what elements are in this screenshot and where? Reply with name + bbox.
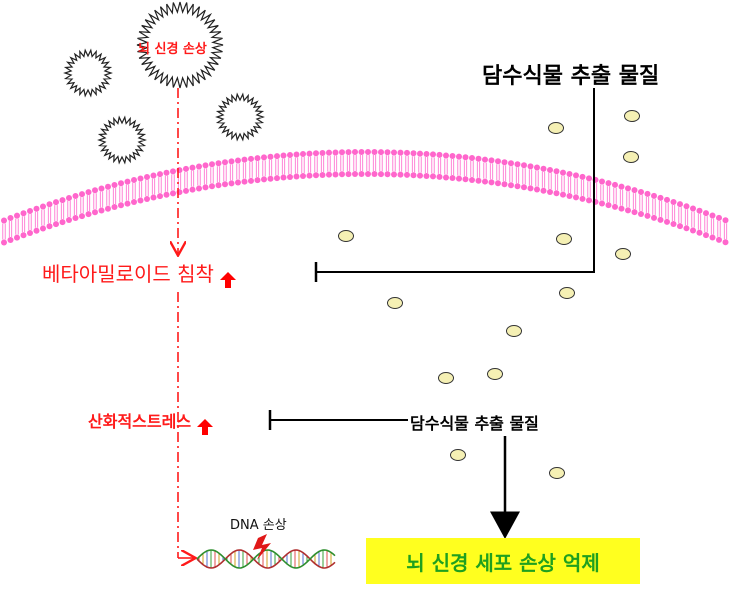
extract-label-mid: 담수식물 추출 물질 (410, 414, 539, 433)
oxidative-stress-label: 산화적스트레스 (88, 408, 214, 435)
spiky-circle-top (136, 1, 224, 89)
extract-particle (615, 248, 631, 260)
extract-particle (450, 449, 466, 461)
extract-particle (438, 372, 454, 384)
extract-particle (549, 467, 565, 479)
beta-amyloid-label: 베타아밀로이드 침착 (42, 258, 236, 288)
increase-arrow-icon (219, 271, 236, 288)
extract-particle (624, 110, 640, 122)
dna-damage-label: DNA 손상 (230, 518, 287, 533)
extract-particle (338, 230, 354, 242)
spiky-circle-mid (97, 115, 147, 165)
extract-particles (338, 110, 640, 479)
lightning-icon (253, 534, 271, 560)
cell-membrane (1, 149, 729, 246)
nerve-damage-label: 뇌 신경 손상 (138, 42, 207, 57)
spiky-circle-left (63, 48, 113, 98)
result-label: 뇌 신경 세포 손상 억제 (406, 550, 600, 575)
extract-title-top: 담수식물 추출 물질 (482, 64, 660, 89)
extract-particle (487, 368, 503, 380)
extract-particle (506, 325, 522, 337)
extract-particle (556, 233, 572, 245)
extract-particle (559, 287, 575, 299)
inhibition-line-top (316, 88, 595, 273)
dna-helix-icon (196, 549, 336, 569)
result-box: 뇌 신경 세포 손상 억제 (366, 538, 640, 584)
extract-particle (623, 151, 639, 163)
spiky-circle-right (215, 92, 265, 142)
increase-arrow-icon (197, 418, 214, 435)
extract-particle (548, 122, 564, 134)
extract-particle (387, 297, 403, 309)
